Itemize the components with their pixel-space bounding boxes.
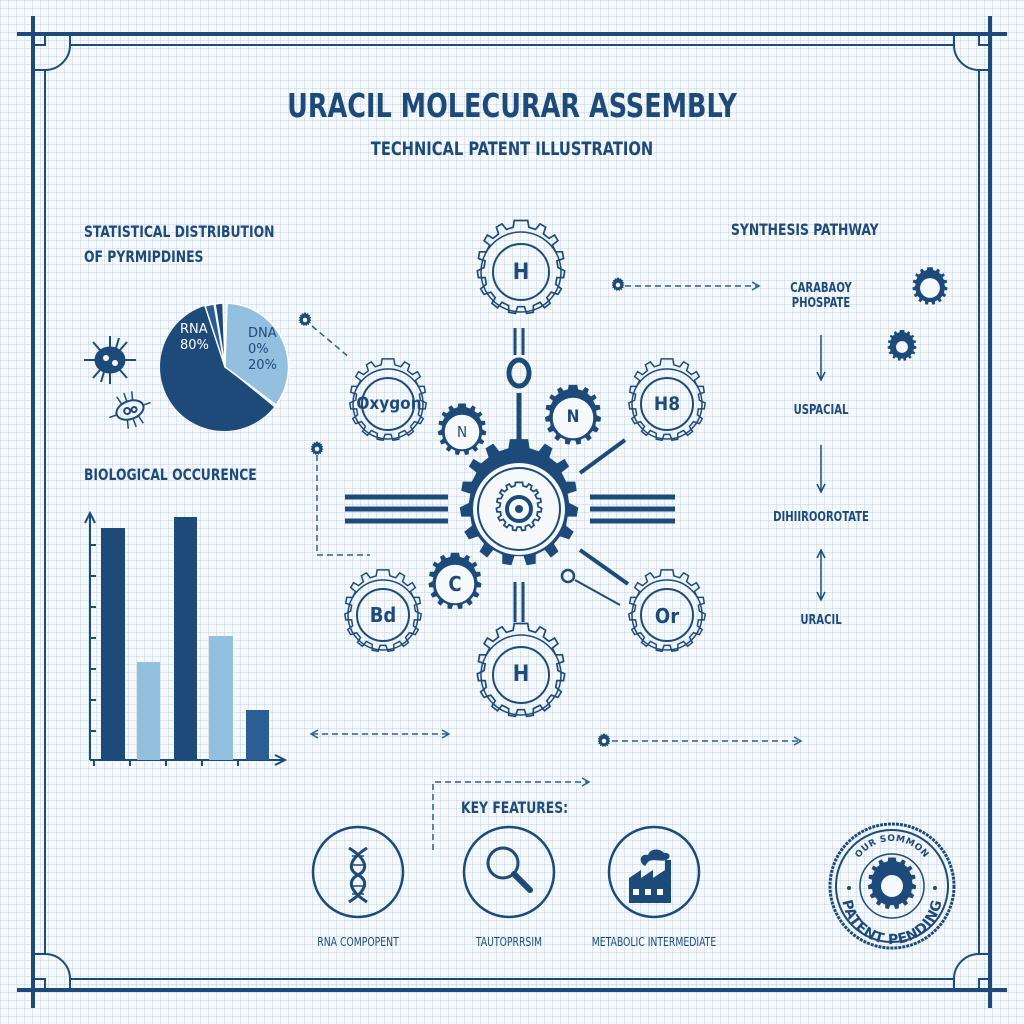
bacterium-icon [84, 336, 136, 384]
magnifier-icon [486, 846, 533, 893]
atom-h-right: H8 [653, 393, 681, 415]
bar-5 [246, 710, 269, 760]
atom-n-left: N [456, 423, 468, 441]
atom-h-bottom: H [512, 662, 530, 687]
bar-section-title: BIOLOGICAL OCCURENCE [84, 465, 257, 484]
bar-1 [101, 528, 125, 760]
dashed-connectors [311, 285, 800, 850]
pie-section-title-line2: OF PYRMIPDINES [84, 247, 204, 266]
bar-chart [84, 510, 288, 766]
molecule-assembly [344, 219, 706, 718]
pie-section-title-line1: STATISTICAL DISTRIBUTION [84, 222, 275, 241]
pie-label-rna: RNA 80% [180, 322, 209, 354]
pathway-step-4: URACIL [800, 613, 842, 628]
pathway-step-1: CARABAOY PHOSPATE [778, 281, 864, 311]
page-subtitle: TECHNICAL PATENT ILLUSTRATION [370, 138, 654, 160]
feature-label-tautomerism: TAUTOPRRSIM [475, 935, 543, 949]
pie-dna-value2: 20% [248, 358, 277, 373]
bar-3 [174, 517, 197, 760]
pie-rna-name: RNA [180, 322, 208, 337]
bar-4 [209, 636, 233, 760]
pathway-step-3: DIHIIROOROTATE [773, 510, 869, 525]
pathway-arrows [816, 335, 826, 602]
pathway-step-1-line1: CARABAOY [790, 281, 852, 296]
key-features-title: KEY FEATURES: [461, 798, 569, 817]
small-gear-icon [298, 277, 625, 747]
feature-icons [311, 825, 701, 919]
pathway-step-1-line2: PHOSPATE [791, 296, 851, 311]
gear-icon [887, 267, 948, 361]
page-border [17, 16, 1007, 1008]
dna-helix-icon [348, 846, 368, 904]
pie-rna-value: 80% [180, 338, 209, 353]
feature-label-rna-component: RNA COMPOPENT [317, 935, 399, 949]
feature-label-metabolic: METABOLIC INTERMEDIATE [591, 935, 717, 949]
arrowheads [309, 281, 803, 787]
pie-chart [160, 302, 290, 431]
bar-2 [137, 662, 160, 760]
atom-c: C [448, 572, 462, 596]
pathway-title: SYNTHESIS PATHWAY [731, 220, 879, 239]
pie-label-dna: DNA 0% 20% [248, 326, 277, 374]
pie-dna-name: DNA [248, 326, 277, 341]
atom-n-right: N [566, 407, 580, 427]
patent-pending-stamp [828, 822, 956, 950]
page-title: URACIL MOLECURAR ASSEMBLY [287, 86, 737, 125]
factory-icon [629, 849, 671, 903]
atom-b: Bd [369, 603, 397, 627]
atom-o-right: Or [654, 604, 680, 628]
atom-h-top: H [512, 260, 530, 285]
pathway-step-2: USPACIAL [793, 403, 849, 418]
bacterium-icon [109, 391, 151, 429]
pie-dna-value1: 0% [248, 342, 269, 357]
atom-oxygen: Oxygon [356, 394, 422, 414]
